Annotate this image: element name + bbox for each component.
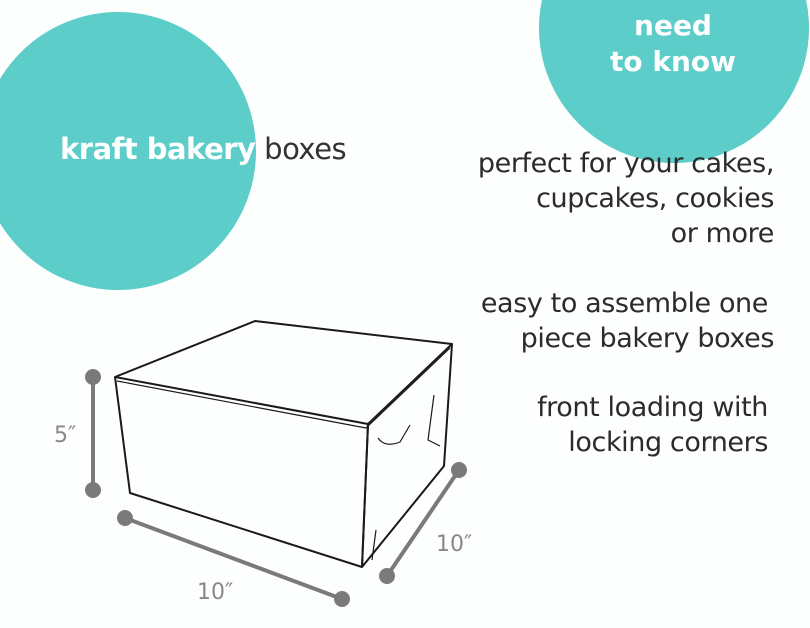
- title-rest: boxes: [255, 132, 347, 166]
- lid-edge: [116, 347, 451, 429]
- height-label: 5″: [54, 423, 77, 448]
- box-front: [114, 376, 369, 568]
- width-label: 10″: [197, 580, 234, 605]
- feature-line: easy to assemble one: [480, 288, 769, 319]
- feature-line: piece bakery boxes: [520, 323, 775, 354]
- badge-line-1: need: [634, 9, 712, 42]
- feature-2: easy to assemble one piece bakery boxes: [480, 286, 775, 356]
- feature-line: front loading with: [537, 392, 768, 423]
- title-bold: kraft bakery: [60, 132, 256, 166]
- depth-dimension-line: [385, 468, 461, 578]
- feature-line: or more: [670, 218, 775, 249]
- side-fold: [371, 394, 441, 561]
- feature-line: locking corners: [568, 427, 768, 458]
- feature-line: cupcakes, cookies: [536, 183, 774, 214]
- box-top: [114, 320, 453, 425]
- depth-label: 10″: [436, 532, 473, 557]
- box-side: [361, 343, 453, 568]
- feature-3: front loading with locking corners: [537, 390, 768, 460]
- product-title: kraft bakery boxes: [60, 132, 347, 166]
- feature-line: perfect for your cakes,: [477, 148, 775, 179]
- badge-line-2: to know: [609, 45, 737, 78]
- feature-1: perfect for your cakes, cupcakes, cookie…: [477, 146, 775, 251]
- width-dimension-line: [123, 516, 344, 601]
- accent-circle-left: [0, 12, 256, 290]
- need-to-know-badge: need to know: [573, 8, 773, 80]
